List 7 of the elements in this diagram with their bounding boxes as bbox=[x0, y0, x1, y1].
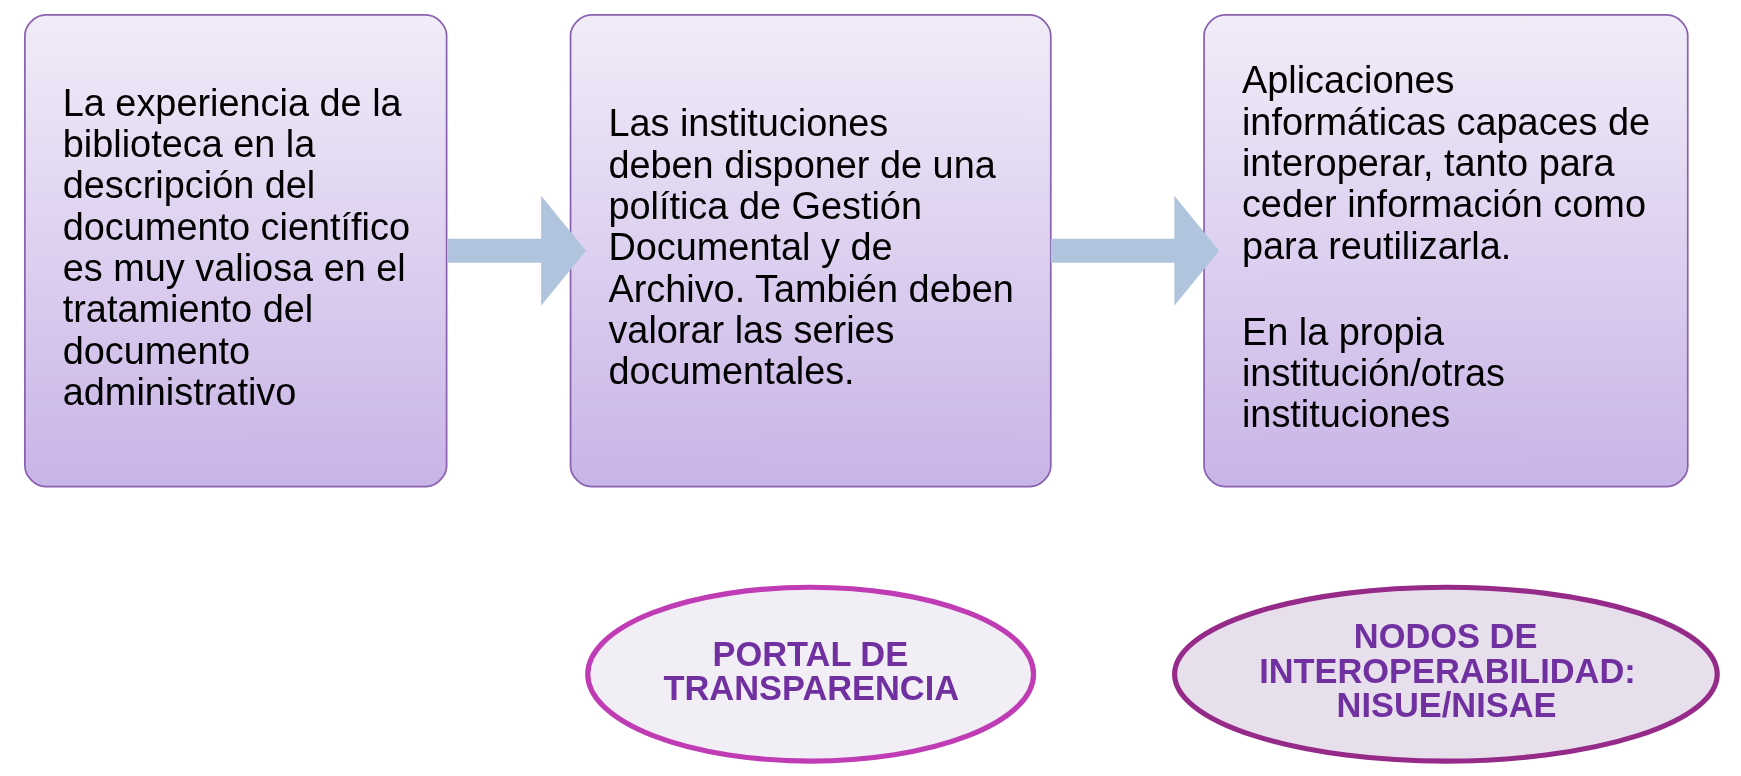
node-box: La experiencia de la biblioteca en la descripción del documento científico es muy valiosa en el tratamiento del documento administrativo bbox=[23, 14, 447, 488]
node-ellipse: PORTAL DE TRANSPARENCIA bbox=[584, 584, 1036, 764]
node-box: Las instituciones deben disponer de una política de Gestión Documental y de Archivo. También deben valorar las series documentales. bbox=[569, 14, 1052, 488]
arrow bbox=[446, 195, 586, 306]
node-ellipse: NODOS DE INTEROPERABILIDAD: NISUE/NISAE bbox=[1171, 584, 1720, 764]
node-box: Aplicaciones informáticas capaces de interoperar, tanto para ceder información como para reutilizarla. En la propia institución/otras instituciones bbox=[1202, 14, 1689, 488]
arrow bbox=[1050, 195, 1219, 306]
